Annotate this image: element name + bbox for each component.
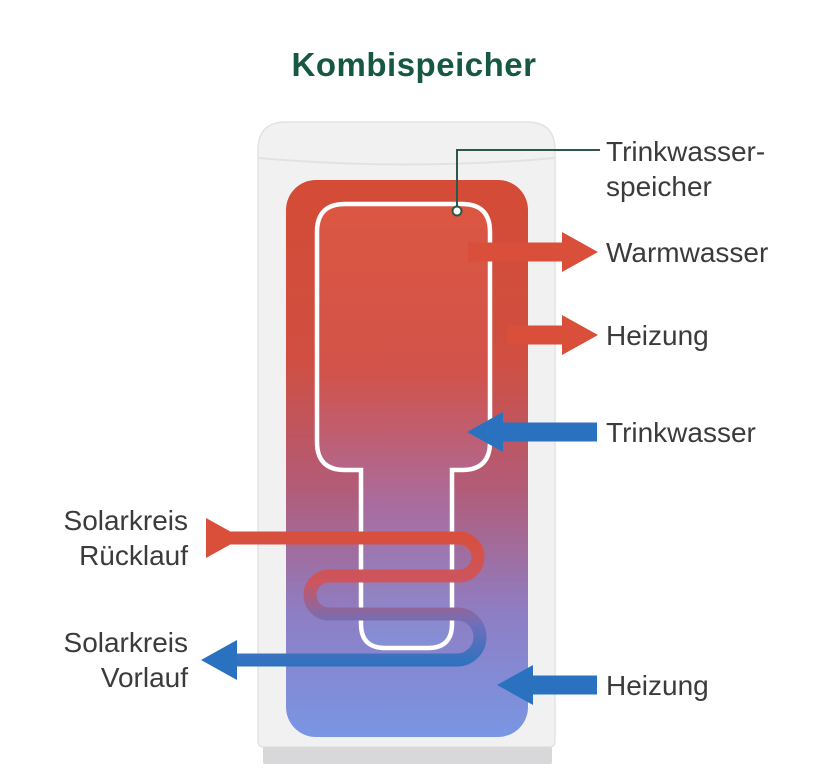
warmwasser-arrow [468,232,598,272]
arrow-head [206,518,242,558]
label-solarkreis-vorlauf: Solarkreis Vorlauf [64,625,188,695]
arrow-head [562,232,598,272]
label-line: Vorlauf [100,662,188,693]
label-warmwasser: Warmwasser [606,237,769,268]
arrow-head [562,315,598,355]
label-trinkwasserspeicher: Trinkwasser- speicher [606,134,765,204]
label-line: Solarkreis [63,627,188,658]
arrow-shaft [531,675,597,695]
heizung-supply-arrow [507,315,598,355]
trinkwasser-arrow [467,412,597,452]
tank-base [263,747,552,764]
heizung-return-arrow [497,665,597,705]
solar-ruecklauf-arrow [206,518,242,558]
page-title: Kombispeicher [291,46,537,83]
label-trinkwasser: Trinkwasser [606,417,756,448]
label-line: Rücklauf [79,540,188,571]
arrow-head [201,640,237,680]
label-solarkreis-ruecklauf: Solarkreis Rücklauf [64,503,188,573]
arrow-shaft [468,242,564,262]
arrow-head [497,665,533,705]
tank-lid-seam [257,157,556,166]
arrow-head [467,412,503,452]
label-heizung-top: Heizung [606,320,709,351]
solar-heat-exchanger-coil [221,531,487,667]
label-line: Solarkreis [63,505,188,536]
arrow-shaft [507,325,564,345]
callout-line [456,149,600,206]
arrow-shaft [501,422,597,442]
solar-vorlauf-arrow [201,640,237,680]
label-line: speicher [606,171,712,202]
label-heizung-bottom: Heizung [606,670,709,701]
label-line: Trinkwasser- [606,136,766,167]
callout-marker [451,205,463,217]
